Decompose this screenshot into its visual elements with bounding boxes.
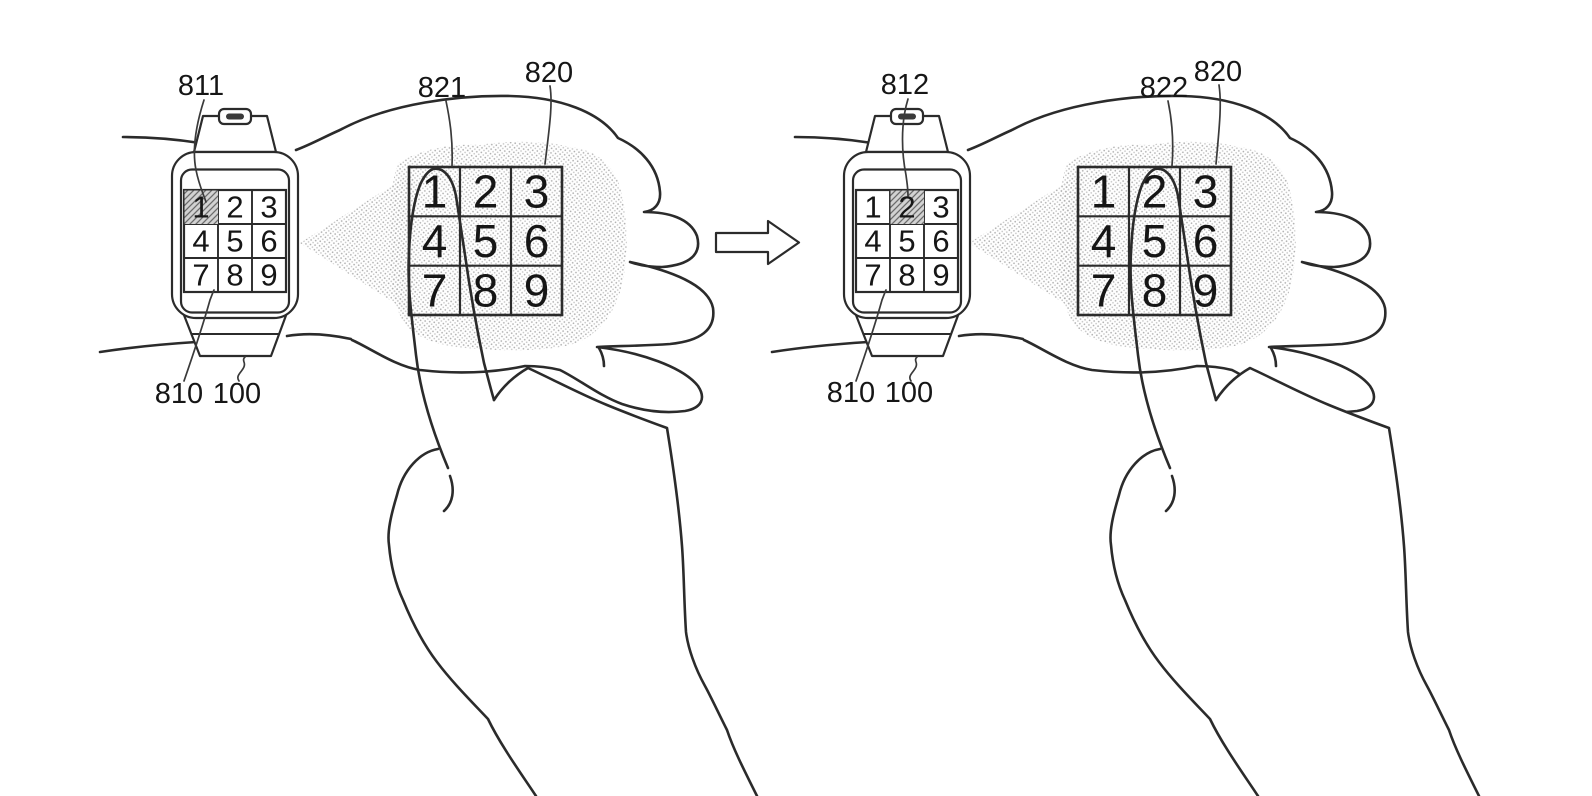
reference-labels-left: 811 821 820 810 100 [155,57,573,410]
leader-line-820-left [544,85,552,165]
projected-key-8: 8 [1142,264,1168,316]
ref-label-810-left: 810 [155,378,203,410]
ref-label-822: 822 [1140,72,1188,104]
leader-line-820-right [1215,84,1222,165]
leader-line-100-right [909,356,918,382]
watch-key-4: 4 [192,224,209,259]
projected-key-3: 3 [524,166,550,218]
projected-key-9: 9 [524,264,550,316]
ref-label-100-right: 100 [885,377,933,409]
projected-key-7: 7 [422,264,448,316]
projected-key-6: 6 [524,215,550,267]
pointing-hand-fill [388,368,757,796]
watch-key-1: 1 [864,190,881,225]
watch-key-8: 8 [226,258,243,293]
projected-key-2: 2 [1142,166,1168,218]
watch-keypad-digits: 1 2 3 4 5 6 7 8 9 [864,190,949,293]
projected-key-5: 5 [1142,215,1168,267]
ref-label-810-right: 810 [827,377,875,409]
ref-label-820-left: 820 [525,57,573,89]
watch-key-1: 1 [192,190,209,225]
watch-keypad-digits: 1 2 3 4 5 6 7 8 9 [192,190,277,293]
projected-key-6: 6 [1193,215,1219,267]
watch-key-7: 7 [192,258,209,293]
ref-label-100-left: 100 [213,378,261,410]
leader-line-810-right [855,289,887,382]
panel-left: 1 2 3 4 5 6 7 8 9 1 2 3 4 5 6 7 8 [98,57,759,796]
reference-labels-right: 812 822 820 810 100 [827,56,1242,409]
leader-line-811 [193,99,207,203]
watch-key-9: 9 [932,258,949,293]
panel-right: 1 2 3 4 5 6 7 8 9 1 2 3 4 5 6 7 8 [770,56,1481,796]
watch-key-6: 6 [932,224,949,259]
smartwatch: 1 2 3 4 5 6 7 8 9 [170,107,300,358]
ref-label-811: 811 [178,70,224,102]
projected-key-7: 7 [1091,264,1117,316]
watch-key-3: 3 [932,190,949,225]
pointing-hand-fill [1110,368,1479,796]
ref-label-820-right: 820 [1194,56,1242,88]
projected-key-4: 4 [422,215,448,267]
watch-key-2: 2 [898,190,915,225]
transition-arrow [714,219,801,266]
projected-key-4: 4 [1091,215,1117,267]
projected-keypad-digits: 1 2 3 4 5 6 7 8 9 [422,166,550,317]
leader-line-812 [901,98,909,197]
leader-line-810-left [183,289,215,382]
leader-line-100-left [237,356,246,382]
smartwatch: 1 2 3 4 5 6 7 8 9 [842,107,972,358]
projected-key-1: 1 [1091,166,1117,218]
watch-key-9: 9 [260,258,277,293]
watch-key-3: 3 [260,190,277,225]
projected-keypad-digits: 1 2 3 4 5 6 7 8 9 [1091,166,1219,317]
watch-key-2: 2 [226,190,243,225]
watch-key-5: 5 [226,224,243,259]
projected-key-8: 8 [473,264,499,316]
ref-label-812: 812 [881,69,929,101]
ref-label-821: 821 [418,72,466,104]
watch-key-6: 6 [260,224,277,259]
projected-key-5: 5 [473,215,499,267]
projected-key-2: 2 [473,166,499,218]
projected-key-9: 9 [1193,264,1219,316]
watch-key-8: 8 [898,258,915,293]
watch-key-highlight-left [184,190,218,224]
watch-key-7: 7 [864,258,881,293]
leader-line-822 [1167,100,1174,167]
watch-key-5: 5 [898,224,915,259]
projected-key-3: 3 [1193,166,1219,218]
watch-key-4: 4 [864,224,881,259]
leader-line-821 [445,100,454,167]
